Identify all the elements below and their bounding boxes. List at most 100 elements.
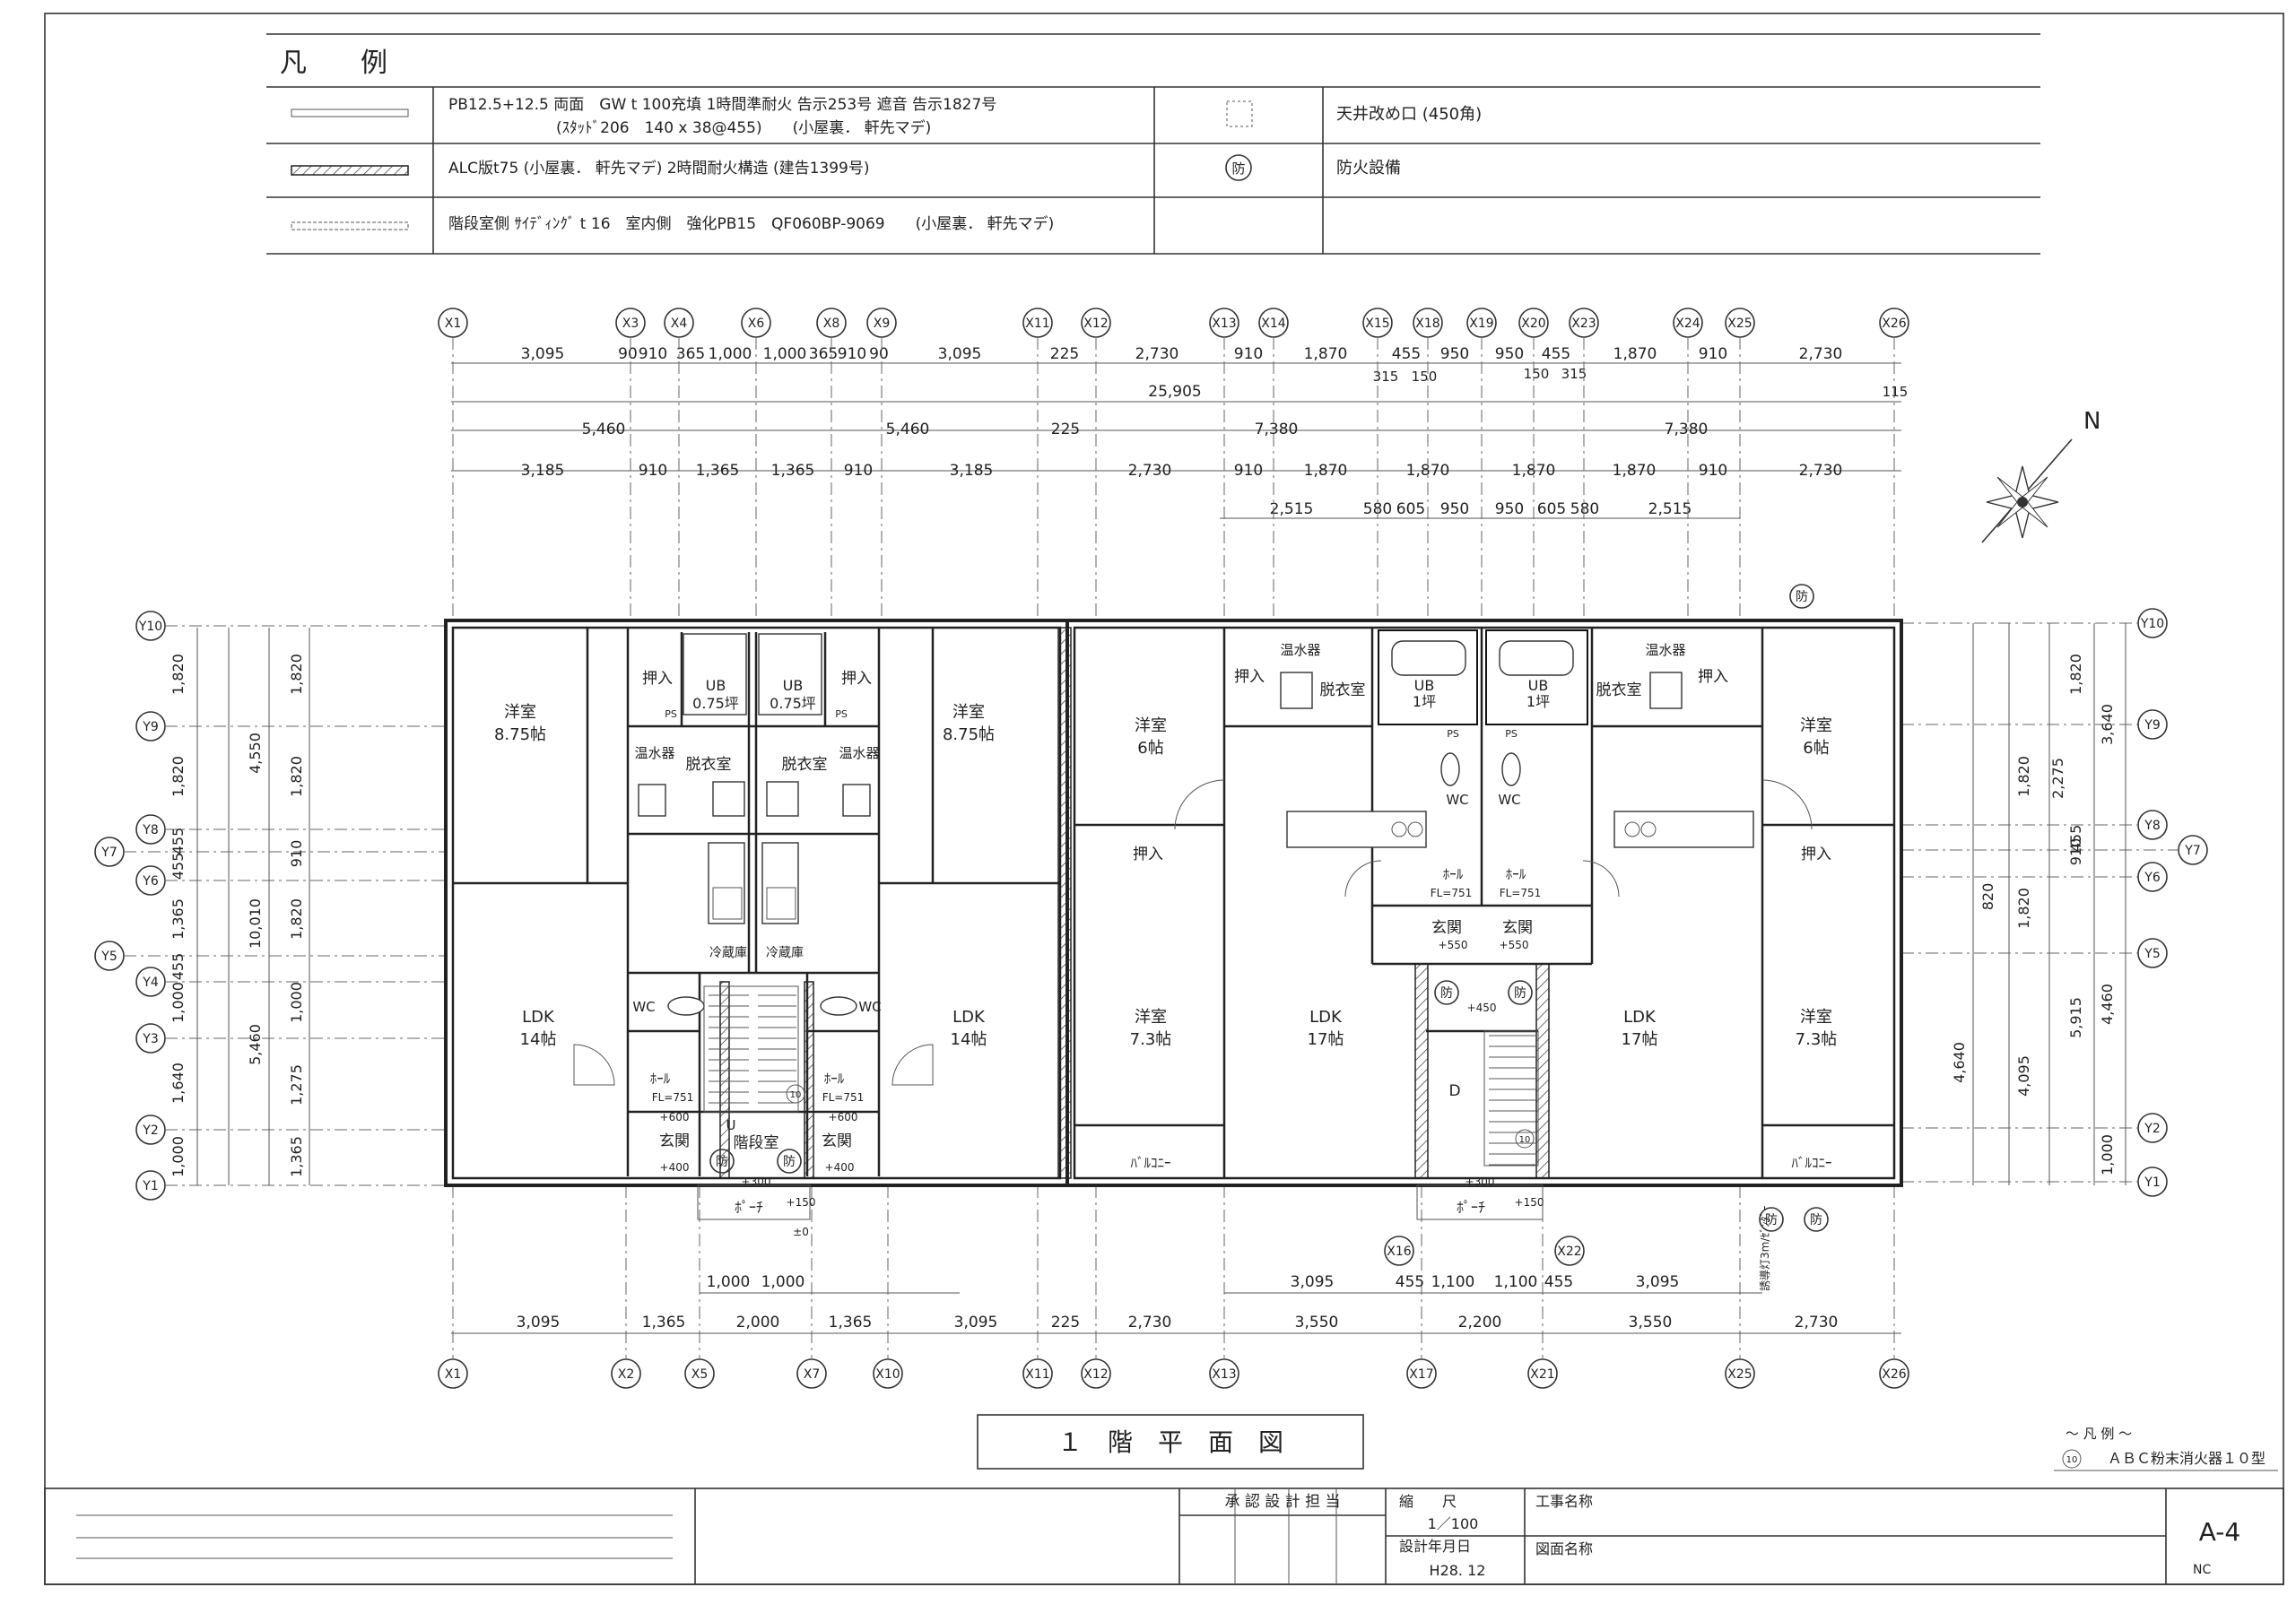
bottom-dim-row1-4: 1,100	[1431, 1273, 1475, 1291]
top-dim-row5-4: 950	[1495, 500, 1524, 518]
right-dim-0: 1,820	[2067, 654, 2084, 695]
label-ub-4: UB	[1528, 677, 1549, 694]
top-dim-row4-11: 1,870	[1613, 462, 1657, 480]
left-dimensions: 1,8201,8204554551,3654551,0001,6401,0004…	[170, 628, 310, 1185]
grid-top-0: X1	[445, 317, 462, 331]
label-porch-1: ﾎﾟｰﾁ	[735, 1199, 763, 1216]
bottom-dim-row1-7: 3,095	[1636, 1273, 1680, 1291]
label-plus150-2: +150	[1515, 1196, 1544, 1209]
label-plus300-1: +300	[742, 1175, 771, 1188]
grid-top-8: X13	[1212, 317, 1236, 331]
top-dim-row1-11: 2,730	[1135, 345, 1179, 363]
label-wc-2: WC	[858, 999, 881, 1015]
top-dim-row4-8: 1,870	[1304, 462, 1348, 480]
label-oshiire-6: 押入	[1801, 846, 1831, 863]
toilet-2	[820, 996, 857, 1016]
room-size-r6: 7.3帖	[1130, 1030, 1172, 1049]
label-ps-1: PS	[665, 708, 677, 720]
label-ps-3: PS	[1447, 728, 1459, 740]
grid-right-0: Y10	[2140, 617, 2164, 631]
fire-equipment-label-5: 防	[1765, 1213, 1778, 1227]
top-dim-row5-6: 580	[1570, 500, 1599, 518]
grid-top-9: X14	[1261, 317, 1285, 331]
right-dim-11: 3,640	[2099, 704, 2116, 745]
grid-bottom-3: X7	[804, 1367, 821, 1382]
left-dim-6: 1,000	[170, 982, 187, 1023]
grid-bottom-5: X11	[1025, 1367, 1049, 1382]
top-dim-sub-2: 150	[1412, 369, 1438, 385]
label-hall-1: ﾎｰﾙ	[650, 1071, 671, 1087]
room-name-r9: 洋室	[1800, 716, 1832, 735]
room-name-r5: 洋室	[1135, 716, 1167, 735]
top-dim-row5-5: 605	[1537, 500, 1566, 518]
label-balcony-1: ﾊﾞﾙｺﾆｰ	[1130, 1155, 1170, 1171]
top-dim-total: 25,905	[1148, 383, 1201, 401]
label-plus150-1: +150	[787, 1196, 816, 1209]
label-genkan-4: 玄関	[1502, 919, 1533, 937]
top-dim-row3-2: 5,460	[886, 421, 930, 438]
fire-equipment-icon-4	[1789, 584, 1814, 609]
fire-equipment-label-1: 防	[783, 1155, 796, 1169]
right-dim-4: 1,820	[2015, 888, 2032, 929]
top-dim-row1-3: 365	[676, 345, 705, 363]
grid-left-9: Y1	[142, 1179, 158, 1193]
bottom-dim-row2-9: 3,550	[1629, 1314, 1673, 1331]
bottom-dim-row1-0: 1,000	[707, 1273, 751, 1291]
bottom-dim-row2-7: 3,550	[1295, 1314, 1339, 1331]
fire-equipment-icon-5	[1759, 1207, 1784, 1232]
porch-right	[1416, 1184, 1544, 1220]
room-size-r2: 14帖	[520, 1030, 557, 1049]
room-size-r8: 17帖	[1622, 1030, 1658, 1049]
party-wall-1	[1057, 627, 1072, 1179]
left-dim2-0: 4,550	[247, 733, 264, 774]
room-name-r4: LDK	[952, 1008, 986, 1027]
room-name-r3: 洋室	[952, 703, 985, 722]
room-size-r7: 17帖	[1308, 1030, 1344, 1049]
top-dim-row1-8: 90	[869, 345, 889, 363]
grid-top-15: X24	[1675, 317, 1700, 331]
room-name-r6: 洋室	[1135, 1008, 1167, 1027]
right-dim-10: 2,275	[2049, 758, 2066, 799]
left-dim3-6: 1,365	[288, 1136, 305, 1177]
label-oshiire-5: 押入	[1133, 846, 1163, 863]
top-dim-row1-7: 910	[838, 345, 866, 363]
grid-top-1: X3	[622, 317, 639, 331]
top-dim-row1-19: 910	[1699, 345, 1727, 363]
top-dim-row4-1: 910	[639, 462, 667, 480]
date-label: 設計年月日	[1399, 1538, 1471, 1555]
label-genkan-3: 玄関	[1431, 919, 1462, 937]
scale-label: 縮 尺	[1399, 1493, 1457, 1510]
left-dim2-2: 5,460	[247, 1024, 264, 1065]
grid-left-3: Y7	[100, 846, 117, 860]
label-hall-4: ﾎｰﾙ	[1506, 866, 1526, 882]
label-reizo-2: 冷蔵庫	[766, 945, 804, 960]
top-dim-row1-2: 910	[639, 345, 667, 363]
left-dim-1: 1,820	[170, 756, 187, 797]
grid-bottom-8: X17	[1409, 1367, 1433, 1382]
label-onsui-1: 温水器	[634, 745, 674, 761]
extinguisher-label-2: 10	[1519, 1135, 1531, 1145]
label-wc-3: WC	[1446, 792, 1468, 808]
bottom-dim-row2-8: 2,200	[1458, 1314, 1502, 1331]
grid-left-5: Y5	[100, 950, 117, 964]
label-plus450: +450	[1467, 1002, 1497, 1014]
fire-equipment-label-2: 防	[1440, 986, 1453, 1001]
legend-row1-line2: (ｽﾀｯﾄﾞ206 140 x 38@455) (小屋裏． 軒先マデ)	[556, 118, 931, 137]
label-plus550-2: +550	[1500, 939, 1529, 951]
bottom-dim-row2-5: 225	[1051, 1314, 1080, 1331]
bottom-dim-row2-3: 1,365	[829, 1314, 873, 1331]
label-oshiire-1: 押入	[642, 670, 673, 688]
unit-bath-1	[683, 633, 747, 716]
top-dim-row3-3: 225	[1051, 421, 1080, 438]
label-plus600-2: +600	[829, 1111, 858, 1123]
bottom-dim-row2-4: 3,095	[954, 1314, 998, 1331]
right-dim-8: 5,915	[2067, 997, 2084, 1038]
left-dim3-4: 1,000	[288, 982, 305, 1023]
left-dim3-5: 1,275	[288, 1064, 305, 1106]
label-up-1: U	[726, 1117, 736, 1133]
grid-top-16: X25	[1727, 317, 1752, 331]
label-ub-4-size: 1坪	[1526, 693, 1550, 710]
